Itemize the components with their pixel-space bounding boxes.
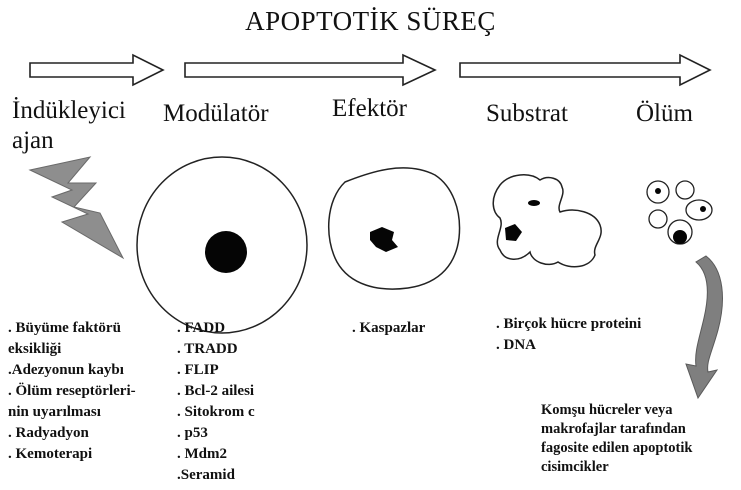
stage-inducer-line2: ajan xyxy=(12,126,126,156)
list-item: . Bcl-2 ailesi xyxy=(177,381,255,402)
inducer-list: . Büyüme faktörü eksikliği .Adezyonun ka… xyxy=(8,318,136,465)
list-item: . Ölüm reseptörleri- xyxy=(8,381,136,402)
list-item: . Mdm2 xyxy=(177,444,255,465)
apoptotic-body-core xyxy=(673,230,687,244)
modulator-list: . FADD . TRADD . FLIP . Bcl-2 ailesi . S… xyxy=(177,318,255,486)
effector-list: . Kaspazlar xyxy=(352,318,425,339)
blebbing-cell xyxy=(493,175,601,267)
apoptotic-body xyxy=(676,181,694,199)
list-item: . Sitokrom c xyxy=(177,402,255,423)
list-item: .Adezyonun kaybı xyxy=(8,360,136,381)
stage-effector: Efektör xyxy=(332,94,407,124)
note-line: cisimcikler xyxy=(541,458,692,477)
apoptotic-body-core xyxy=(655,188,661,194)
note-line: fagosite edilen apoptotik xyxy=(541,439,692,458)
lightning-bolt-icon xyxy=(30,157,123,258)
list-item: . FADD xyxy=(177,318,255,339)
substrate-list: . Birçok hücre proteini . DNA xyxy=(496,314,641,356)
list-item: . Büyüme faktörü xyxy=(8,318,136,339)
process-arrow-1 xyxy=(30,55,163,85)
list-item: . Birçok hücre proteini xyxy=(496,314,641,335)
list-item: . TRADD xyxy=(177,339,255,360)
list-item: .Seramid xyxy=(177,465,255,486)
stage-substrate: Substrat xyxy=(486,99,568,129)
note-line: Komşu hücreler veya xyxy=(541,401,692,420)
list-item: . FLIP xyxy=(177,360,255,381)
list-item: . Kaspazlar xyxy=(352,318,425,339)
stage-inducer: İndükleyici ajan xyxy=(12,96,126,156)
list-item: eksikliği xyxy=(8,339,136,360)
stage-death: Ölüm xyxy=(636,99,693,129)
death-note: Komşu hücreler veya makrofajlar tarafınd… xyxy=(541,401,692,477)
stage-modulator: Modülatör xyxy=(163,99,269,129)
apoptotic-body-core xyxy=(700,206,706,212)
stage-inducer-line1: İndükleyici xyxy=(12,96,126,126)
shrinking-cell xyxy=(329,168,460,289)
apoptotic-body xyxy=(649,210,667,228)
apoptotic-body xyxy=(686,200,712,220)
list-item: . DNA xyxy=(496,335,641,356)
intact-nucleus xyxy=(205,231,247,273)
note-line: makrofajlar tarafından xyxy=(541,420,692,439)
nuclear-fragment xyxy=(528,200,540,206)
phagocytosis-arrow xyxy=(686,256,722,398)
list-item: nin uyarılması xyxy=(8,402,136,423)
process-arrow-2 xyxy=(185,55,435,85)
process-arrow-3 xyxy=(460,55,710,85)
list-item: . Radyadyon xyxy=(8,423,136,444)
list-item: . Kemoterapi xyxy=(8,444,136,465)
list-item: . p53 xyxy=(177,423,255,444)
